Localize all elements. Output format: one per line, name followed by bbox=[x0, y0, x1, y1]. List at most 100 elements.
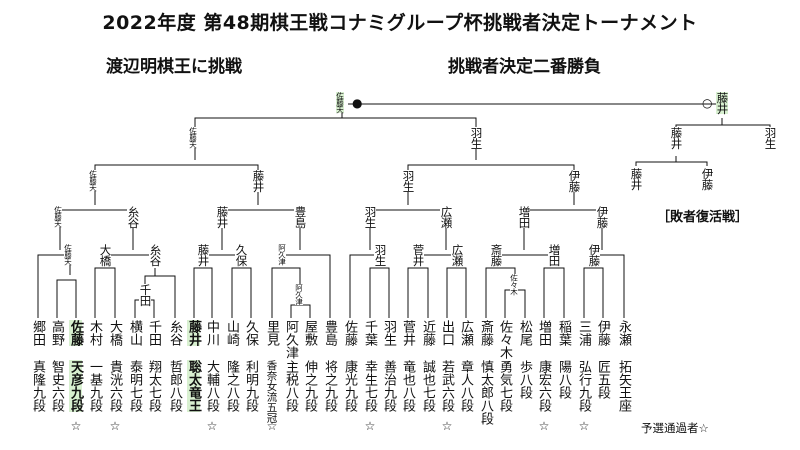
player-rank: 隆之八段 bbox=[224, 360, 239, 412]
player-rank: 慎太郎八段 bbox=[478, 360, 493, 425]
player-rank: 智史六段 bbox=[49, 360, 64, 412]
player-rank: 康光九段 bbox=[342, 360, 357, 412]
player-name: 横山 bbox=[127, 320, 142, 346]
player-name: 出口 bbox=[439, 320, 454, 346]
player-name: 佐藤 bbox=[68, 320, 83, 346]
bracket-line bbox=[554, 267, 565, 318]
winner-label: 広瀬 bbox=[439, 206, 454, 228]
qualifier-star: ☆ bbox=[578, 419, 590, 433]
qualifier-star: ☆ bbox=[70, 419, 82, 433]
player-name: 佐藤 bbox=[342, 320, 357, 346]
player-name: 高野 bbox=[49, 320, 64, 346]
bracket-line bbox=[476, 164, 575, 205]
player-name: 山崎 bbox=[224, 320, 239, 346]
bracket-line bbox=[155, 275, 176, 318]
player-rank: 香奈女流五冠 bbox=[265, 360, 278, 423]
winner-label: 阿久津 bbox=[294, 284, 304, 305]
winner-label: 豊島 bbox=[293, 206, 308, 228]
qualifier-star: ☆ bbox=[266, 419, 278, 433]
winner-label: 藤井 bbox=[215, 206, 230, 228]
player-name: 斎藤 bbox=[478, 320, 493, 346]
player-name: 近藤 bbox=[420, 320, 435, 346]
winner-label: 伊藤 bbox=[587, 244, 602, 266]
player-rank: 主税八段 bbox=[283, 360, 298, 412]
winner-label: 佐藤天 bbox=[53, 206, 63, 227]
player-rank: 歩八段 bbox=[517, 360, 532, 399]
qualifier-note: 予選通過者☆ bbox=[641, 421, 709, 435]
player-rank: 将之九段 bbox=[322, 360, 337, 412]
bracket-line bbox=[675, 118, 723, 128]
player-rank: 章人八段 bbox=[458, 360, 473, 412]
bracket-line bbox=[37, 254, 60, 318]
bracket-line bbox=[380, 267, 390, 318]
player-name: 羽生 bbox=[381, 320, 396, 346]
winner-label: 佐々木 bbox=[509, 274, 519, 295]
bracket-line bbox=[594, 267, 604, 318]
winner-label: 藤井 bbox=[251, 170, 266, 192]
bracket-line bbox=[485, 267, 496, 318]
bracket-line bbox=[342, 117, 477, 160]
winner-label: 佐藤天 bbox=[188, 127, 198, 148]
player-rank: 勇気七段 bbox=[497, 360, 512, 412]
player-name: 阿久津 bbox=[283, 320, 298, 359]
bracket-line bbox=[56, 279, 70, 318]
bracket-line bbox=[418, 267, 429, 318]
player-name: 永瀬 bbox=[616, 320, 631, 346]
player-rank: 翔太七段 bbox=[146, 360, 161, 412]
bracket-line bbox=[70, 279, 77, 318]
bracket-line bbox=[271, 267, 283, 318]
winner-label: 羽生 bbox=[363, 206, 378, 228]
bracket-line bbox=[543, 267, 554, 318]
winner-label: 阿久津 bbox=[277, 244, 287, 265]
winner-label: 羽生 bbox=[401, 170, 416, 192]
player-name: 郷田 bbox=[30, 320, 45, 346]
player-rank: 匠五段 bbox=[595, 360, 610, 399]
qualifier-star: ☆ bbox=[441, 419, 453, 433]
player-name: 里見 bbox=[264, 320, 279, 346]
qualifier-star: ☆ bbox=[364, 419, 376, 433]
bracket-line bbox=[496, 267, 516, 275]
player-name: 豊島 bbox=[322, 320, 337, 346]
bracket-line bbox=[290, 304, 300, 318]
player-name: 屋敷 bbox=[302, 320, 317, 346]
player-name: 広瀬 bbox=[458, 320, 473, 346]
player-rank: 拓矢王座 bbox=[616, 360, 631, 412]
player-name: 菅井 bbox=[400, 320, 415, 346]
player-rank: 若武六段 bbox=[439, 360, 454, 412]
bracket-line bbox=[105, 267, 116, 318]
player-rank: 大輔八段 bbox=[204, 360, 219, 412]
bracket-line bbox=[602, 254, 625, 318]
player-rank: 一基九段 bbox=[87, 360, 102, 412]
bracket-line bbox=[241, 267, 252, 318]
player-rank: 貴洸六段 bbox=[107, 360, 122, 412]
winner-label: 佐藤天 bbox=[63, 244, 73, 265]
player-name: 佐々木 bbox=[497, 320, 512, 359]
winner-label: 千田 bbox=[138, 284, 153, 306]
player-rank: 誠也七段 bbox=[420, 360, 435, 412]
winner-label: 大橋 bbox=[98, 244, 113, 266]
bracket-line bbox=[349, 254, 370, 318]
page-title: 2022年度 第48期棋王戦コナミグループ杯挑戦者決定トーナメント bbox=[102, 12, 698, 34]
bracket-line bbox=[194, 104, 343, 160]
player-rank: 天彦九段 bbox=[68, 360, 83, 412]
player-name: 千田 bbox=[146, 320, 161, 346]
player-rank: 伸之九段 bbox=[302, 360, 317, 412]
bracket-line bbox=[407, 267, 418, 318]
bracket-line bbox=[283, 267, 301, 285]
winner-label: 佐藤天 bbox=[88, 170, 98, 191]
bracket-line bbox=[369, 267, 380, 318]
loss-mark: ● bbox=[352, 96, 363, 110]
winner-label: 羽生 bbox=[763, 127, 778, 149]
winner-label: 羽生 bbox=[373, 244, 388, 266]
subtitle-challenge: 渡辺明棋王に挑戦 bbox=[106, 57, 242, 77]
bracket-line bbox=[676, 161, 708, 166]
qualifier-star: ☆ bbox=[206, 419, 218, 433]
player-rank: 真隆九段 bbox=[30, 360, 45, 412]
player-name: 松尾 bbox=[517, 320, 532, 346]
winner-label: 藤井 bbox=[196, 244, 211, 266]
player-name: 糸谷 bbox=[167, 320, 182, 346]
bracket-line bbox=[407, 164, 476, 205]
player-name: 中川 bbox=[204, 320, 219, 346]
winner-label: 糸谷 bbox=[148, 244, 163, 266]
